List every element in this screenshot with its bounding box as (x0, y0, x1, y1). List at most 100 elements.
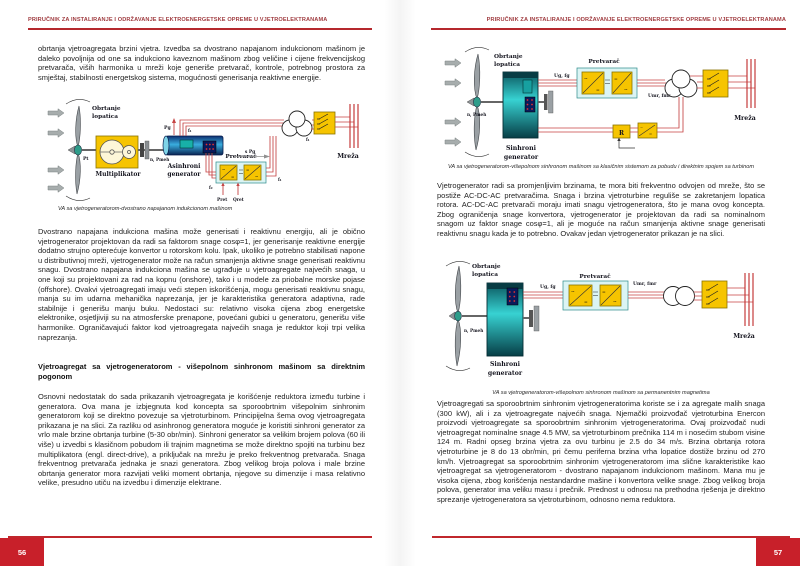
gearbox-icon (95, 135, 139, 169)
label-ugfg: Ug, fg (554, 73, 570, 79)
stator-power-arrow-icon (172, 118, 176, 135)
label-generator: Sinhroni (506, 145, 537, 152)
excitation-converter-icon: ~ = (637, 122, 658, 139)
wires (628, 291, 664, 299)
label-umrfmr: Umr, fmr (648, 94, 671, 99)
label-grid: Mreža (733, 333, 755, 340)
wires (694, 291, 702, 301)
coupling-icon (523, 305, 540, 332)
ac-symbol: ~ (613, 300, 617, 305)
rotor-wires (205, 136, 277, 179)
page-number-badge: 56 (0, 538, 44, 566)
grid-bus (746, 59, 756, 108)
label-shaft-speed: n, Pmeh (150, 157, 169, 162)
figure-classic-diagram: Obrtanje lopatica n, Pmeh Sinhroni gener… (444, 47, 756, 161)
label-pt: Pt (83, 156, 89, 162)
dc-symbol: = (246, 167, 249, 172)
ac-symbol: ~ (571, 290, 575, 295)
label-resistor: R (619, 130, 625, 137)
label-pg: Pg (164, 125, 171, 131)
label-grid: Mreža (337, 153, 359, 160)
frequency-converter-icon: ~ = = ~ (215, 161, 267, 184)
breaker-icon (702, 69, 729, 98)
stator-wires (538, 79, 577, 87)
label-generator: generator (504, 154, 539, 161)
label-umrfmr: Umr, fmr (633, 281, 657, 287)
footer-rule-right (432, 536, 790, 538)
rotor-power-arrows-icon (221, 182, 240, 195)
label-converter: Pretvarač (579, 273, 611, 280)
grid-bus (349, 104, 359, 148)
paragraph: Osnovni nedostatak do sada prikazanih vj… (38, 392, 365, 488)
frequency-converter-icon: ~ = = ~ (576, 67, 638, 99)
synchronous-generator-icon (486, 282, 524, 357)
figure-caption: VA sa vjetrogeneratorom-višepolnom sinhr… (447, 164, 755, 170)
section-heading: Vjetroagregat sa vjetrogeneratorom - viš… (38, 362, 365, 381)
ac-symbol: ~ (222, 167, 225, 172)
label-rotation: Obrtanje (494, 54, 523, 60)
transformer-icon (664, 69, 698, 98)
figure-dfig-diagram: Obrtanje lopatica Pt Multiplikator n, Pm… (47, 99, 359, 203)
excitation-regulator-icon (612, 124, 631, 139)
ac-symbol: ~ (640, 125, 643, 130)
wind-turbine-rotor-icon (464, 47, 490, 157)
dc-symbol: = (584, 300, 588, 305)
label-f1: f₁ (278, 177, 282, 182)
transformer-icon (281, 110, 313, 137)
label-shaft-speed: n, Pmeh (467, 112, 486, 117)
wires (637, 79, 668, 87)
dc-symbol: = (649, 131, 652, 136)
excitation-wires (630, 97, 684, 133)
ac-symbol: ~ (584, 77, 588, 82)
figure-pm-diagram: Obrtanje lopatica n, Pmeh Sinhroni gener… (445, 261, 755, 377)
paragraph: obrtanja vjetroagregata brzini vjetra. I… (38, 44, 365, 82)
breaker-icon (313, 111, 336, 135)
wind-arrows-icon (47, 108, 65, 193)
paragraph: Vjetrogenerator radi sa promjenljivim br… (437, 181, 765, 238)
transformer-icon (663, 286, 695, 306)
label-converter: Pretvarač (588, 58, 620, 65)
dc-symbol: = (596, 88, 600, 93)
label-rotation: lopatica (92, 114, 118, 120)
excitation-wires (538, 127, 613, 133)
stator-wires (179, 119, 284, 136)
paragraph: Vjetroagregati sa sporoobrtnim sinhronim… (437, 399, 765, 504)
label-rotation: lopatica (494, 62, 520, 68)
wires (690, 75, 703, 89)
page-gutter (384, 0, 416, 566)
synchronous-generator-icon (502, 71, 539, 139)
label-ugfg: Ug, fg (540, 284, 556, 290)
stator-wires (523, 291, 563, 299)
running-header-left: PRIRUČNIK ZA INSTALIRANJE I ODRŽAVANJE E… (28, 17, 372, 30)
reference-arrow-icon (617, 137, 635, 149)
grid-bus (744, 273, 754, 326)
label-generator: generator (488, 370, 523, 377)
label-f1: f₁ (188, 128, 192, 133)
breaker-icon (701, 280, 728, 309)
figure-caption: VA sa vjetrogeneratorom-dvostrano napaja… (58, 206, 233, 212)
label-rotation: Obrtanje (92, 106, 121, 112)
label-f1: f₁ (306, 137, 310, 142)
paragraph: Dvostrano napajana indukciona mašina mož… (38, 227, 365, 342)
wind-turbine-rotor-icon (65, 99, 91, 201)
label-grid: Mreža (734, 115, 756, 122)
dc-symbol: = (614, 77, 618, 82)
running-header-right: PRIRUČNIK ZA INSTALIRANJE I ODRŽAVANJE E… (431, 17, 786, 30)
ac-symbol: ~ (255, 174, 258, 179)
label-pret: Pret (217, 198, 227, 203)
label-generator: Asinhroni (167, 163, 202, 170)
coupling-icon (538, 90, 554, 114)
label-rotation: lopatica (472, 272, 498, 278)
figure-caption: VA sa vjetrogeneratorom-višepolnom sinhr… (492, 390, 710, 396)
wind-turbine-rotor-icon (445, 261, 471, 371)
label-generator: Sinhroni (490, 361, 521, 368)
wind-arrows-icon (444, 58, 462, 147)
dc-symbol: = (231, 174, 234, 179)
coupling-icon (140, 140, 150, 160)
dc-symbol: = (602, 290, 606, 295)
label-qret: Qret (233, 198, 244, 203)
label-gearbox: Multiplikator (95, 171, 141, 178)
frequency-converter-icon: ~ = = ~ (562, 280, 629, 311)
label-spg: s Pg (245, 150, 255, 155)
